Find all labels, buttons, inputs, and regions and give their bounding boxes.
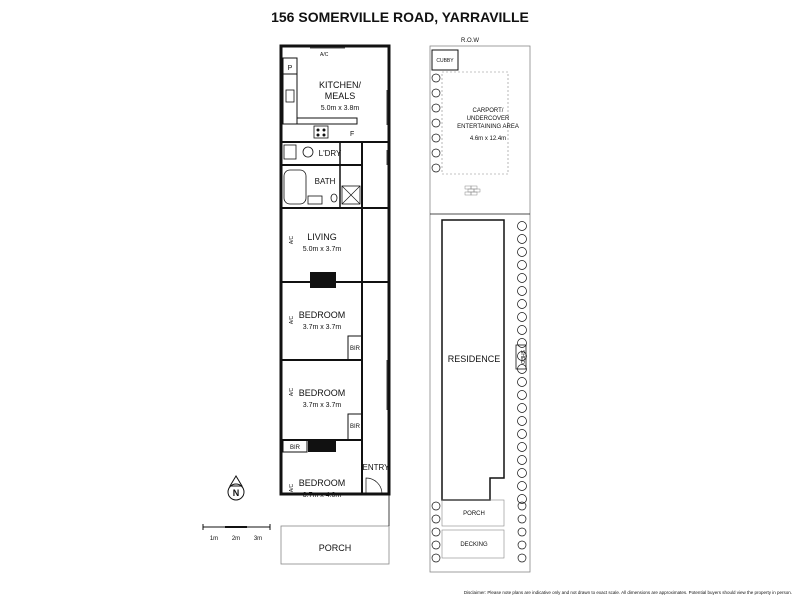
living-size: 5.0m x 3.7m	[303, 246, 342, 253]
site-boundary	[429, 45, 531, 573]
shrub	[517, 286, 527, 296]
shrub	[517, 501, 527, 511]
kitchen-name: KITCHEN/	[319, 80, 362, 90]
shrub	[517, 234, 527, 244]
scale-label-1m: 1m	[210, 536, 218, 542]
fireplace-bedroom	[308, 440, 336, 452]
bedroom2-aircon: A/C	[289, 387, 295, 396]
shrub	[431, 527, 441, 537]
shrub	[431, 501, 441, 511]
shrub	[431, 148, 441, 158]
shrub	[517, 481, 527, 491]
scale-label-2m: 2m	[232, 536, 240, 542]
carport	[441, 71, 509, 175]
decking-label: DECKING	[460, 542, 488, 548]
living-aircon: A/C	[289, 235, 295, 244]
shrub	[517, 527, 527, 537]
bedroom1-label: BEDROOM	[299, 310, 346, 320]
shrub	[517, 221, 527, 231]
living-label: LIVING	[307, 232, 337, 242]
plan-title: 156 SOMERVILLE ROAD, YARRAVILLE	[271, 9, 529, 25]
cooktop	[313, 125, 329, 139]
shrub	[517, 416, 527, 426]
house-floor-plan: P F A/C KITCHEN/ MEALS 5.0m x 3.8m L'DRY…	[279, 44, 391, 565]
shrub	[517, 377, 527, 387]
north-label: N	[233, 488, 240, 498]
porch-label: PORCH	[319, 543, 352, 553]
shrub	[517, 455, 527, 465]
bedroom1-size: 3.7m x 3.7m	[303, 324, 342, 331]
residence-label: RESIDENCE	[448, 354, 501, 364]
shed-label: SHED	[519, 350, 525, 364]
scale-bar: 1m 2m 3m	[202, 524, 271, 542]
shrub	[517, 442, 527, 452]
bedroom2-size: 3.7m x 3.7m	[303, 402, 342, 409]
shrub	[517, 429, 527, 439]
kitchen-size: 5.0m x 3.8m	[321, 105, 360, 112]
shed	[515, 344, 527, 370]
shrub	[517, 338, 527, 348]
shrub	[517, 325, 527, 335]
bedroom1-aircon: A/C	[289, 315, 295, 324]
shrub	[517, 390, 527, 400]
north-arrow: N	[227, 475, 245, 501]
row-label: R.O.W	[461, 38, 479, 44]
shrub	[431, 540, 441, 550]
shrub	[517, 403, 527, 413]
shrub	[517, 351, 527, 361]
shrub	[431, 133, 441, 143]
cubby-label: CUBBY	[436, 58, 454, 64]
entry-label: ENTRY	[363, 463, 391, 472]
shrub	[431, 73, 441, 83]
carport-line2: UNDERCOVER	[467, 116, 510, 122]
porch-area	[280, 525, 390, 565]
kitchen-aircon: A/C	[320, 52, 329, 58]
garden-shrubs	[431, 73, 527, 563]
kitchen-name-2: MEALS	[325, 91, 356, 101]
shrub	[517, 553, 527, 563]
carport-line3: ENTERTAINING AREA	[457, 124, 519, 130]
shrub	[517, 468, 527, 478]
site-plan: R.O.W CUBBY CARPORT/ UNDERCOVER ENTERTAI…	[429, 38, 531, 573]
shrub	[431, 88, 441, 98]
shrub	[431, 553, 441, 563]
site-porch-label: PORCH	[463, 511, 485, 517]
bedroom3-aircon: A/C	[289, 483, 295, 492]
shrub	[517, 514, 527, 524]
kitchen-bench	[282, 73, 298, 125]
shrub	[517, 247, 527, 257]
paving	[464, 185, 481, 196]
shrub	[517, 540, 527, 550]
pantry-box	[282, 57, 298, 75]
bedroom1-robe: BIR	[350, 346, 361, 352]
shrub	[517, 312, 527, 322]
shrub	[517, 494, 527, 504]
fridge-label: F	[350, 131, 354, 138]
pantry-label: P	[288, 65, 293, 72]
carport-line1: CARPORT/	[473, 108, 504, 114]
shrub	[517, 364, 527, 374]
shrub	[431, 103, 441, 113]
shrub	[517, 273, 527, 283]
bedroom2-label: BEDROOM	[299, 388, 346, 398]
laundry-label: L'DRY	[319, 149, 342, 158]
bedroom3-robe: BIR	[290, 445, 301, 451]
scale-label-3m: 3m	[254, 536, 262, 542]
carport-size: 4.6m x 12.4m	[470, 136, 506, 142]
bedroom3-label: BEDROOM	[299, 478, 346, 488]
shrub	[517, 260, 527, 270]
shrub	[431, 118, 441, 128]
disclaimer: Disclaimer: Please note plans are indica…	[464, 590, 792, 595]
bedroom2-robe: BIR	[350, 424, 361, 430]
shrub	[431, 163, 441, 173]
shrub	[517, 299, 527, 309]
cubby	[431, 49, 459, 71]
bath-label: BATH	[315, 177, 336, 186]
shrub	[431, 514, 441, 524]
bedroom3-size: 3.7m x 4.0m	[303, 492, 342, 499]
fireplace-living	[310, 272, 336, 288]
bathtub	[283, 169, 307, 205]
